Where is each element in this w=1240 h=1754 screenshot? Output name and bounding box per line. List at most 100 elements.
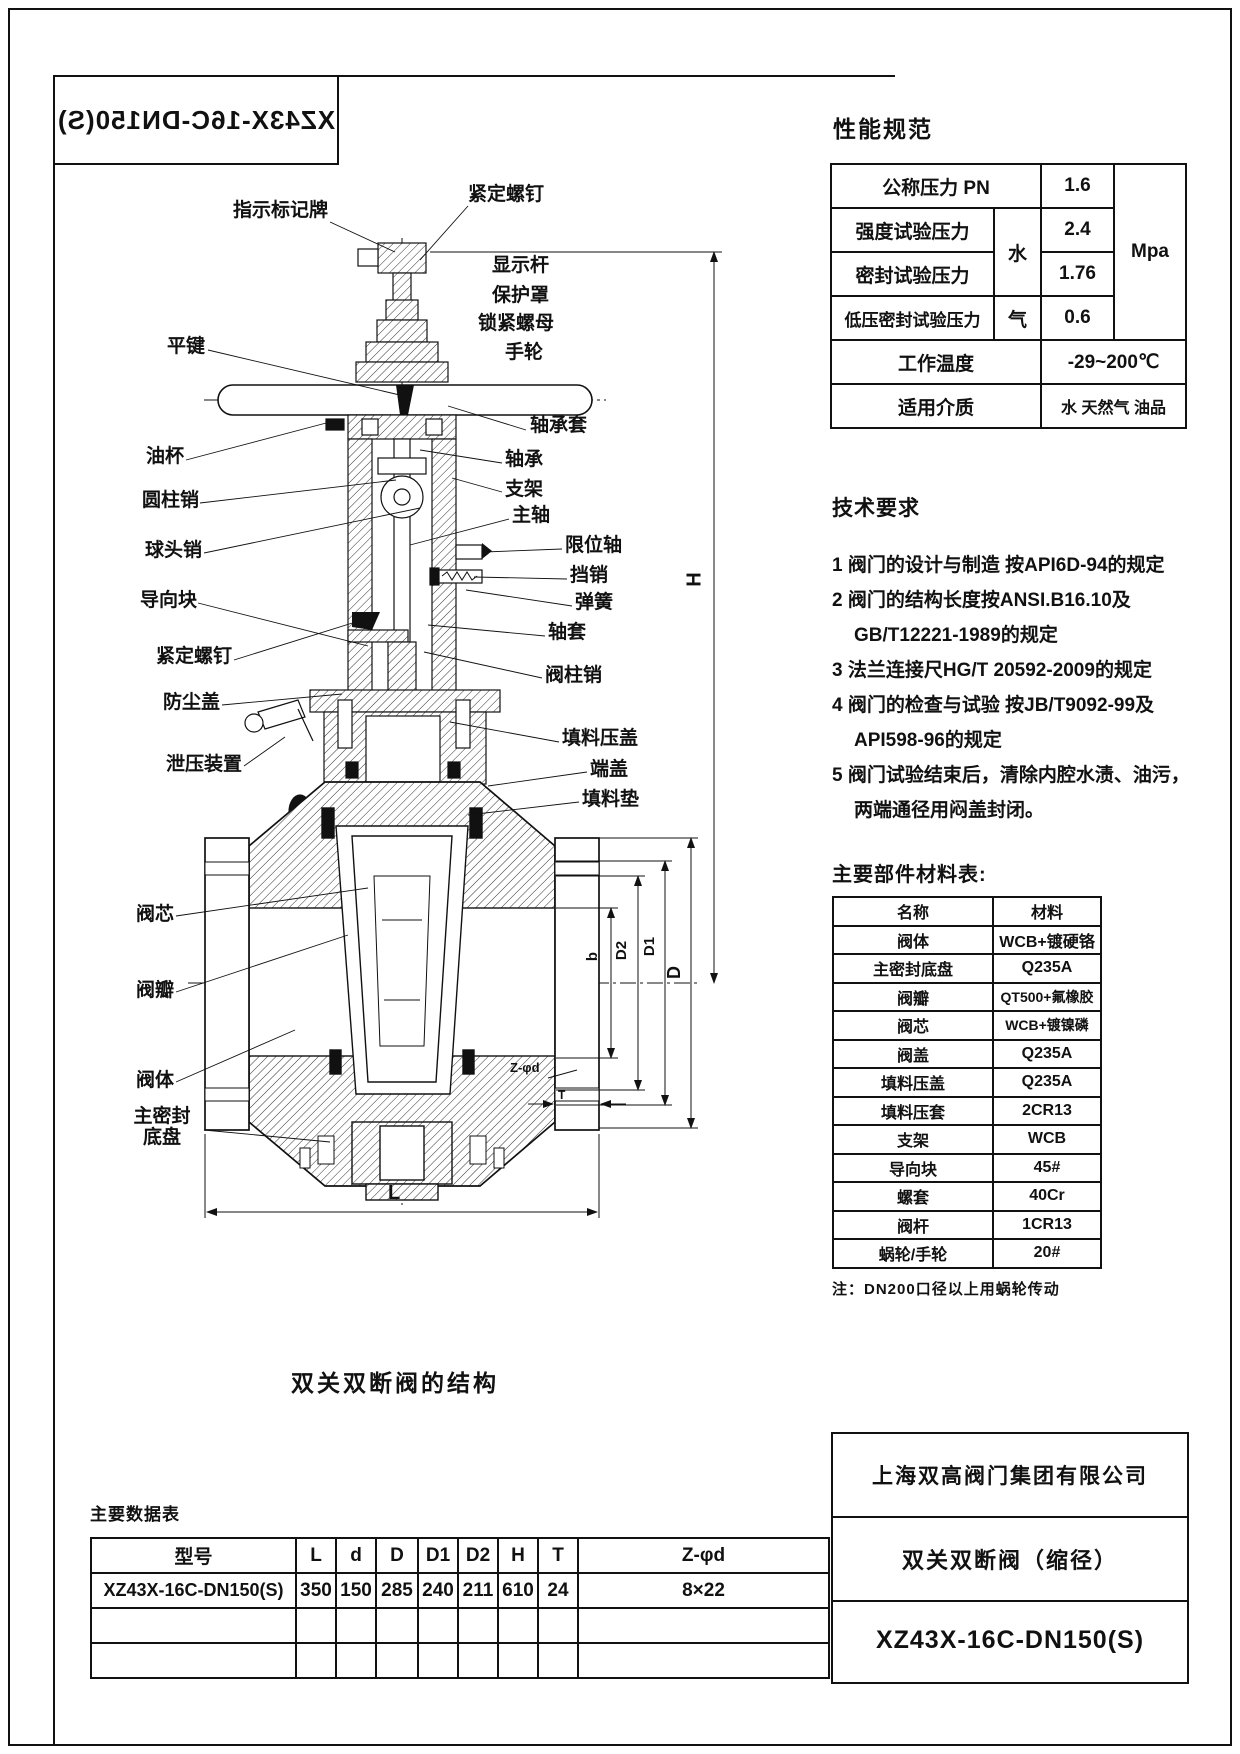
part-label-guide-block: 导向块 xyxy=(139,590,197,611)
mat-part: 主密封底盘 xyxy=(832,953,994,984)
mat-part: 填料压盖 xyxy=(832,1067,994,1098)
mat-value: 20# xyxy=(992,1238,1102,1269)
perf-label-temp: 工作温度 xyxy=(830,339,1042,385)
part-label-main-shaft: 主轴 xyxy=(512,505,551,526)
stem-assembly xyxy=(355,242,449,383)
dt-cell-model: XZ43X-16C-DN150(S) xyxy=(90,1572,297,1609)
tech-requirements-list: 1 阀门的设计与制造 按API6D-94的规定 2 阀门的结构长度按ANSI.B… xyxy=(832,548,1232,828)
part-label-relief-device: 泄压装置 xyxy=(165,754,242,775)
dt-cell-L: 350 xyxy=(295,1572,337,1609)
dt-empty-row xyxy=(90,1607,830,1644)
mat-part: 阀瓣 xyxy=(832,981,994,1012)
part-label-stop-pin: 挡销 xyxy=(570,565,609,586)
dt-header-H: H xyxy=(497,1537,539,1574)
tech-line: 5 阀门试验结束后，清除内腔水渍、油污， xyxy=(832,765,1190,786)
dt-header-d: d xyxy=(335,1537,377,1574)
perf-medium-gas: 气 xyxy=(993,295,1042,341)
mat-part: 导向块 xyxy=(832,1152,994,1183)
dt-empty-row xyxy=(90,1642,830,1679)
part-label-valve-body: 阀体 xyxy=(135,1070,174,1091)
part-label-display-rod: 显示杆 xyxy=(492,255,550,276)
perf-value-lowpressure: 0.6 xyxy=(1040,295,1115,341)
mat-value: 45# xyxy=(992,1152,1102,1183)
perf-value-temp: -29~200℃ xyxy=(1040,339,1187,385)
mat-part: 螺套 xyxy=(832,1181,994,1212)
part-label-handwheel: 手轮 xyxy=(505,342,544,363)
yoke-bracket xyxy=(325,414,492,696)
perf-label-lowpressure-seal: 低压密封试验压力 xyxy=(830,295,995,341)
data-table-title: 主要数据表 xyxy=(90,1505,180,1524)
dt-cell-H: 610 xyxy=(497,1572,539,1609)
materials-note: 注：DN200口径以上用蜗轮传动 xyxy=(832,1281,1060,1298)
dim-label-D: D xyxy=(664,966,684,979)
part-label-limit-shaft: 限位轴 xyxy=(565,535,623,556)
dt-cell-T: 24 xyxy=(537,1572,579,1609)
perf-value-pn: 1.6 xyxy=(1040,163,1115,209)
part-label-ball-pin: 球头销 xyxy=(144,540,202,561)
leader-lines xyxy=(175,205,588,1143)
mat-part: 阀盖 xyxy=(832,1038,994,1069)
perf-label-strength: 强度试验压力 xyxy=(830,207,995,253)
dt-cell-D2: 211 xyxy=(457,1572,499,1609)
mat-value: WCB+镀硬铬 xyxy=(992,924,1102,955)
performance-spec-title: 性能规范 xyxy=(833,116,933,142)
mat-value: 2CR13 xyxy=(992,1095,1102,1126)
dt-cell-D: 285 xyxy=(375,1572,419,1609)
perf-label-media: 适用介质 xyxy=(830,383,1042,429)
model-number: XZ43X-16C-DN150(S) xyxy=(875,1625,1145,1654)
tech-line: GB/T12221-1989的规定 xyxy=(854,625,1058,646)
mat-part: 阀芯 xyxy=(832,1010,994,1041)
dim-label-T: T xyxy=(558,1088,566,1102)
dt-header-Zd: Z-φd xyxy=(577,1537,830,1574)
part-label-packing-gland: 填料压盖 xyxy=(562,728,639,749)
page-border xyxy=(8,8,1232,1746)
product-name: 双关双断阀（缩径） xyxy=(833,1518,1187,1602)
part-label-lock-nut: 锁紧螺母 xyxy=(478,313,555,334)
perf-label-pn: 公称压力 PN xyxy=(830,163,1042,209)
tech-line: 4 阀门的检查与试验 按JB/T9092-99及 xyxy=(832,695,1155,716)
dim-label-b: b xyxy=(584,951,602,962)
part-label-end-cover: 端盖 xyxy=(590,759,629,780)
part-label-main-seal-plate: 主密封 底盘 xyxy=(133,1106,191,1149)
part-label-valve-disc: 阀瓣 xyxy=(135,980,174,1001)
dim-label-D2: D2 xyxy=(613,940,631,961)
tech-line: 两端通径用闷盖封闭。 xyxy=(854,800,1045,821)
dt-header-D1: D1 xyxy=(417,1537,459,1574)
dt-header-L: L xyxy=(295,1537,337,1574)
mat-part: 阀杆 xyxy=(832,1209,994,1240)
tech-requirements-title: 技术要求 xyxy=(832,497,920,520)
mat-value: QT500+氟橡胶 xyxy=(992,981,1102,1012)
perf-label-seal: 密封试验压力 xyxy=(830,251,995,297)
mat-part: 填料压套 xyxy=(832,1095,994,1126)
part-label-set-screw-left: 紧定螺钉 xyxy=(155,646,232,667)
mat-value: 1CR13 xyxy=(992,1209,1102,1240)
dt-header-model: 型号 xyxy=(90,1537,297,1574)
dim-label-H: H xyxy=(683,572,706,587)
dimension-lines xyxy=(204,251,722,1218)
part-label-bearing: 轴承 xyxy=(505,449,544,470)
perf-value-media: 水 天然气 油品 xyxy=(1040,383,1187,429)
mat-header-name: 名称 xyxy=(832,896,994,927)
perf-value-seal: 1.76 xyxy=(1040,251,1115,297)
mat-value: WCB+镀镍磷 xyxy=(992,1010,1102,1041)
valve-body xyxy=(204,781,600,1201)
dim-label-Z-phi-d: Z-φd xyxy=(510,1060,540,1075)
performance-spec-table: 公称压力 PN 1.6 Mpa 强度试验压力 水 2.4 密封试验压力 1.76… xyxy=(830,163,1187,429)
mat-part: 阀体 xyxy=(832,924,994,955)
dt-header-D2: D2 xyxy=(457,1537,499,1574)
part-label-set-screw-top: 紧定螺钉 xyxy=(468,184,545,205)
dt-cell-D1: 240 xyxy=(417,1572,459,1609)
drawing-caption: 双关双断阀的结构 xyxy=(291,1370,499,1396)
part-label-spring: 弹簧 xyxy=(575,592,614,613)
tech-line: API598-96的规定 xyxy=(854,730,1002,751)
part-label-flat-key: 平键 xyxy=(166,336,205,357)
tech-line: 1 阀门的设计与制造 按API6D-94的规定 xyxy=(832,555,1165,576)
dim-label-D1: D1 xyxy=(641,936,659,957)
mat-value: Q235A xyxy=(992,953,1102,984)
perf-medium-water: 水 xyxy=(993,207,1042,297)
part-label-shaft-sleeve: 轴套 xyxy=(548,622,587,643)
part-label-cylindrical-pin: 圆柱销 xyxy=(141,490,199,511)
